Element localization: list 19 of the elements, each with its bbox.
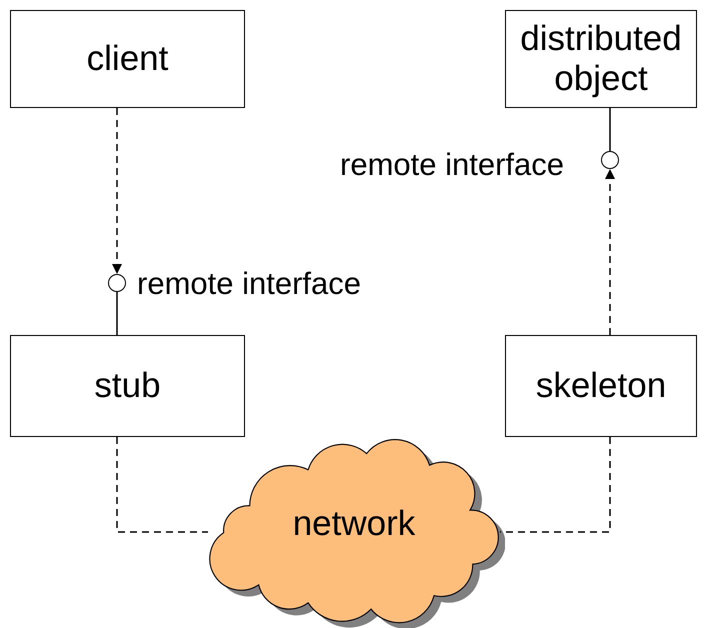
interface-label: remote interface bbox=[137, 266, 361, 302]
dashed-connector bbox=[605, 169, 615, 335]
component-box bbox=[10, 335, 245, 437]
component-box bbox=[10, 10, 245, 108]
node-label: stub bbox=[94, 366, 161, 406]
connector-line bbox=[609, 108, 611, 151]
node-label: distributed object bbox=[519, 18, 683, 100]
component-box bbox=[505, 335, 697, 437]
dashed-connector bbox=[500, 437, 611, 533]
interface-circle bbox=[601, 151, 619, 169]
node-label: skeleton bbox=[536, 366, 666, 406]
dashed-connector bbox=[112, 108, 122, 274]
node-label: client bbox=[86, 38, 168, 80]
interface-label: remote interface bbox=[340, 147, 564, 183]
component-box bbox=[505, 10, 697, 108]
interface-circle bbox=[108, 274, 126, 292]
connector-line bbox=[116, 292, 118, 335]
node-label: network bbox=[292, 504, 416, 544]
dashed-connector bbox=[116, 437, 208, 533]
